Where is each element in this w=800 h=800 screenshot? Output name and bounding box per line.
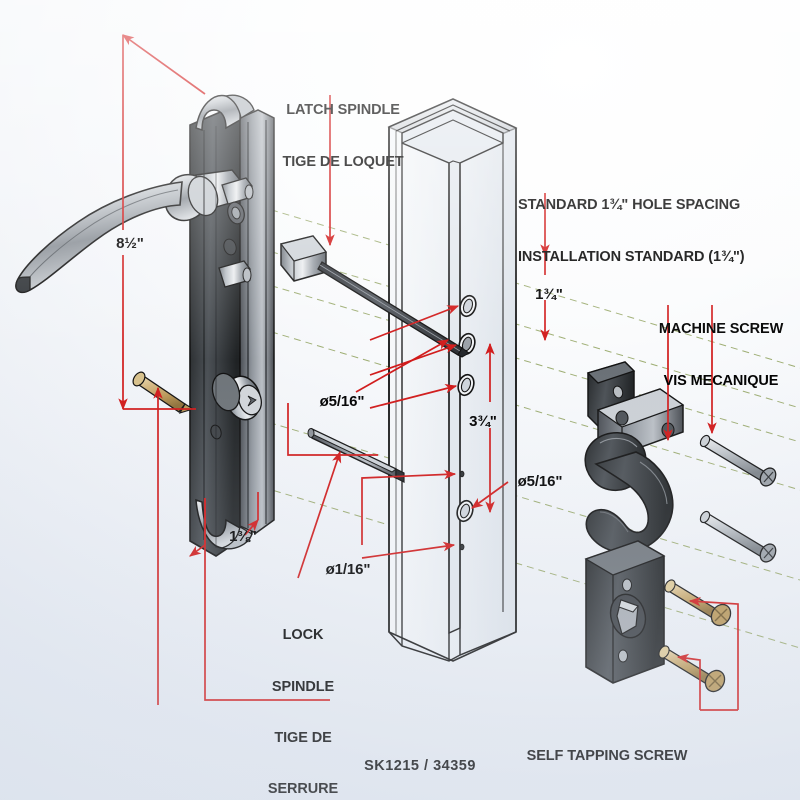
lock-spindle-bar	[307, 427, 405, 483]
latch-spindle-bar	[279, 235, 470, 358]
leader-hole-mid	[369, 344, 458, 376]
dim-hole-spacing-top: 1¾"	[535, 286, 563, 303]
callout-self-tapping-line1: SELF TAPPING SCREW	[526, 748, 688, 765]
hole-top	[459, 294, 477, 318]
dim-backset-ext	[204, 498, 330, 701]
callout-hole-spacing-line2: INSTALLATION STANDARD (1¾")	[518, 248, 745, 265]
lock-spindle-socket	[218, 260, 252, 288]
door-stile-extrusion	[387, 98, 518, 662]
leader-top-cap	[122, 34, 206, 95]
callout-machine-screw-line2: VIS MECANIQUE	[663, 372, 779, 389]
callout-latch-spindle-line2: TIGE DE LOQUET	[282, 153, 404, 170]
callout-lock-spindle-line4: SERRURE	[267, 781, 339, 798]
dim-backset: 1⅜"	[229, 528, 257, 545]
thumbturn-escutcheon	[584, 540, 666, 684]
callout-lock-spindle-line1: LOCK	[282, 627, 324, 644]
leader-lock-spindle	[297, 450, 342, 579]
pilot-lower	[459, 543, 465, 551]
self-tapping-screw-2	[658, 645, 726, 693]
hole-lock	[456, 499, 474, 523]
callout-self-tapping-screw: SELF TAPPING SCREW VIS AUTOTARAUDEUSES	[512, 714, 702, 800]
drawing-part-code: SK1215 / 34359	[364, 758, 476, 774]
leader-dia-lock	[471, 481, 509, 509]
dim-latch-bore-dia: ø5/16"	[319, 393, 365, 410]
dim-backset-arrow-l	[189, 544, 206, 557]
dim-pilot-hole-dia: ø1/16"	[325, 561, 371, 578]
hole-third	[457, 373, 475, 397]
leader-self-tap-1	[688, 596, 739, 710]
callout-latch-spindle: LATCH SPINDLE TIGE DE LOQUET	[278, 68, 408, 205]
leader-hole-top	[369, 305, 460, 341]
machine-screw-1	[699, 434, 777, 487]
interior-lever-bracket	[584, 361, 685, 554]
dim-hole-spacing-lower: 3¾"	[469, 413, 497, 430]
callout-hole-spacing-line1: STANDARD 1¾" HOLE SPACING	[518, 197, 741, 214]
leader-self-tap-2	[676, 653, 701, 710]
callout-lock-spindle-line2: SPINDLE	[271, 678, 335, 695]
key-cylinder	[211, 372, 263, 421]
callout-lock-spindle: LOCK SPINDLE TIGE DE SERRURE	[256, 593, 350, 800]
dim-lock-bore-dia: ø5/16"	[517, 473, 563, 490]
dim-overall-height: 8½"	[116, 235, 144, 252]
leader-hole-third	[369, 384, 458, 409]
callout-latch-spindle-line1: LATCH SPINDLE	[286, 102, 400, 119]
machine-screw-2	[699, 510, 777, 563]
centerline-latch-lower	[224, 271, 800, 443]
annotation-leaders	[118, 34, 739, 711]
leader-dia-latch	[355, 339, 450, 393]
centerline-lower-pilot	[204, 469, 800, 649]
callout-machine-screw-line1: MACHINE SCREW	[658, 321, 784, 338]
dim-backset-arrow-r	[244, 519, 259, 536]
callout-standard-hole-spacing: STANDARD 1¾" HOLE SPACING INSTALLATION S…	[518, 163, 788, 300]
callout-machine-screw: MACHINE SCREW VIS MECANIQUE	[648, 287, 794, 424]
leader-pilot-upper	[361, 469, 457, 545]
exterior-mounting-screw	[132, 371, 195, 414]
lever-handle-escutcheon	[15, 94, 275, 557]
leader-pilot-lower	[361, 541, 456, 559]
latch-spindle-socket	[221, 177, 254, 205]
pilot-upper	[459, 470, 465, 478]
leader-dia-latch-ext	[287, 403, 378, 456]
callout-lock-spindle-line3: TIGE DE	[274, 729, 332, 746]
